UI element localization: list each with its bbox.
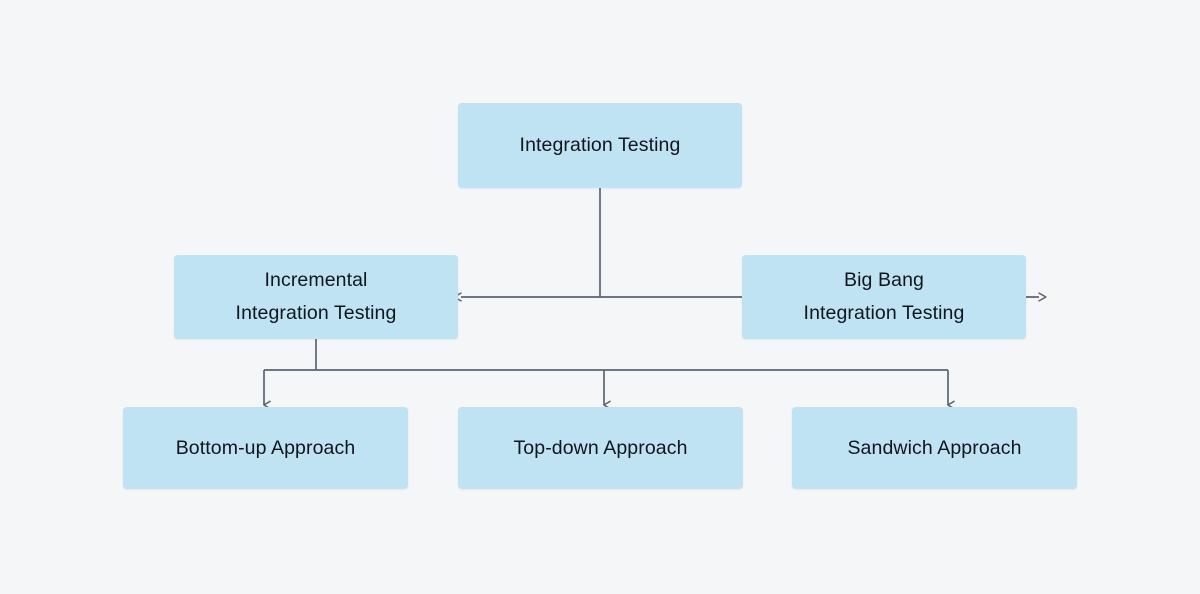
node-incremental-integration-testing-label: Incremental Integration Testing xyxy=(235,269,397,324)
node-incremental-integration-testing[interactable]: Incremental Integration Testing xyxy=(174,255,458,339)
node-top-down-approach-label: Top-down Approach xyxy=(513,436,688,459)
node-integration-testing[interactable]: Integration Testing xyxy=(458,103,742,188)
node-bottom-up-approach-label: Bottom-up Approach xyxy=(175,436,356,459)
node-bottom-up-approach[interactable]: Bottom-up Approach xyxy=(123,407,408,489)
node-big-bang-integration-testing[interactable]: Big Bang Integration Testing xyxy=(742,255,1026,339)
node-integration-testing-label: Integration Testing xyxy=(519,134,681,157)
node-big-bang-integration-testing-label: Big Bang Integration Testing xyxy=(803,269,965,324)
node-sandwich-approach[interactable]: Sandwich Approach xyxy=(792,407,1077,489)
node-top-down-approach[interactable]: Top-down Approach xyxy=(458,407,743,489)
node-sandwich-approach-label: Sandwich Approach xyxy=(847,436,1022,459)
